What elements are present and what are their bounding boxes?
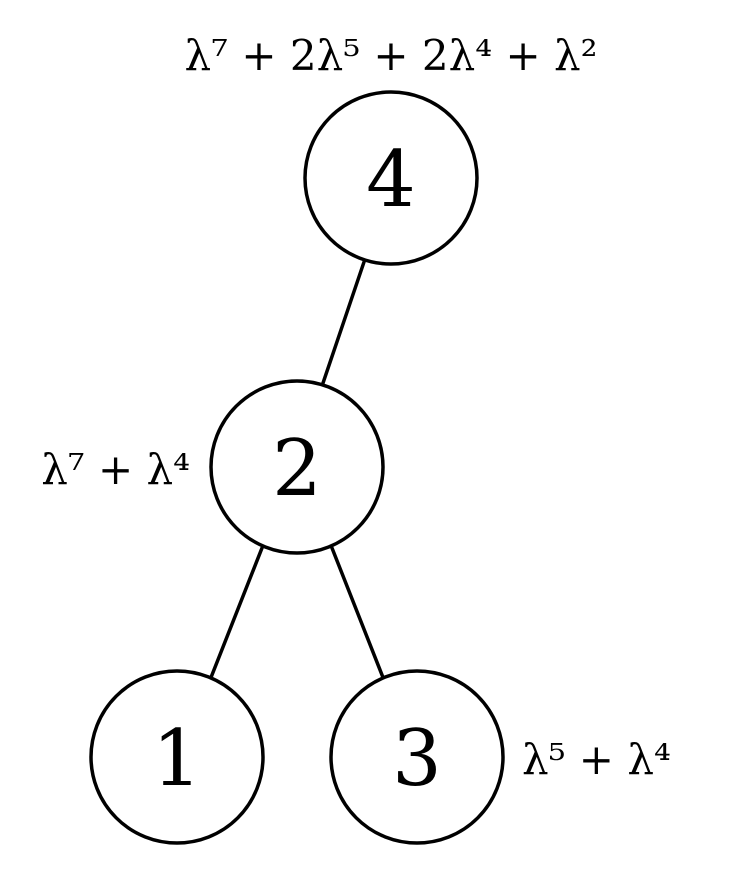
- annotation-node-2: λ⁷ + λ⁴: [41, 445, 190, 494]
- node-2: 2: [209, 379, 385, 555]
- node-1: 1: [89, 669, 265, 845]
- annotation-node-3: λ⁵ + λ⁴: [522, 735, 671, 784]
- node-4-label: 4: [366, 135, 416, 225]
- node-3-label: 3: [392, 714, 442, 804]
- edge-4-2: [320, 260, 366, 388]
- node-1-circle: [89, 669, 265, 845]
- node-1-label: 1: [152, 714, 202, 804]
- node-4-circle: [303, 90, 479, 266]
- annotation-node-4: λ⁷ + 2λ⁵ + 2λ⁴ + λ²: [185, 31, 598, 80]
- node-3: 3: [329, 669, 505, 845]
- node-2-circle: [209, 379, 385, 555]
- node-2-label: 2: [272, 424, 322, 514]
- edge-2-1: [208, 546, 264, 682]
- edge-2-3: [330, 546, 386, 682]
- node-3-circle: [329, 669, 505, 845]
- node-4: 4: [303, 90, 479, 266]
